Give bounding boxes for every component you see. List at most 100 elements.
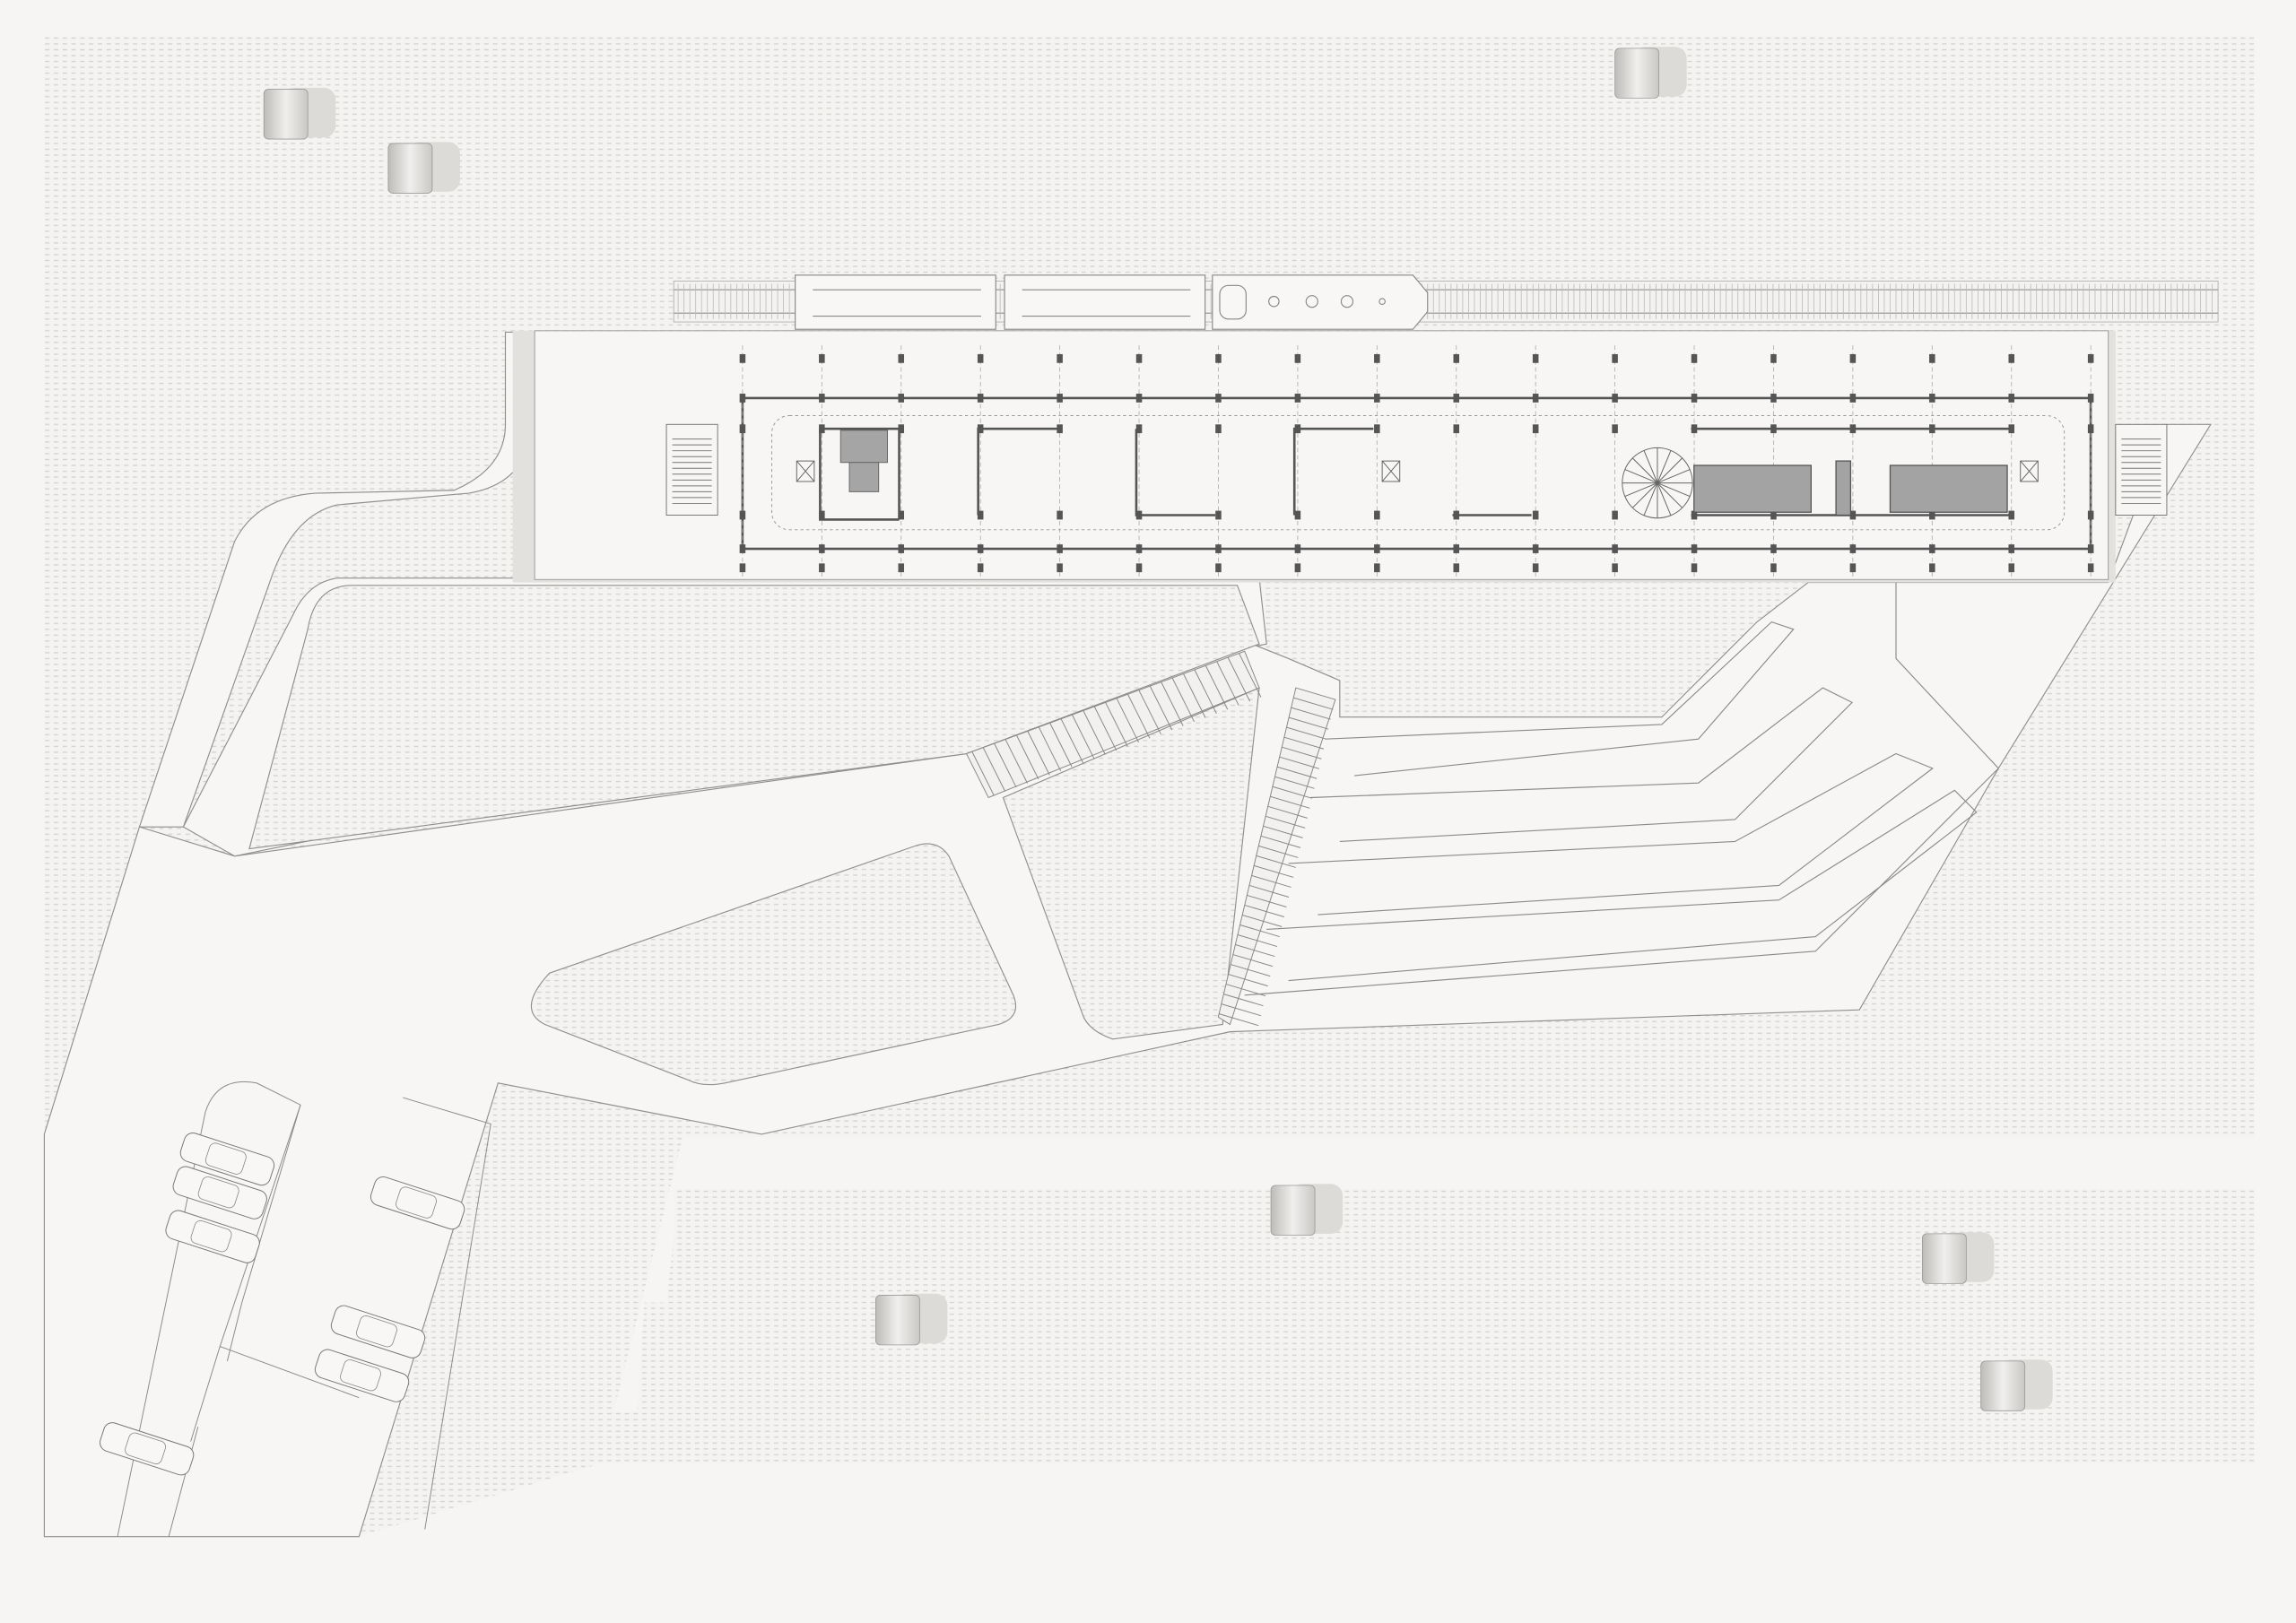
spiral-step [1657, 457, 1683, 483]
column [898, 394, 905, 403]
car-roof [396, 1186, 437, 1219]
station-building [665, 345, 2168, 578]
access-road [138, 331, 535, 828]
train-car [795, 274, 996, 330]
column [1215, 563, 1222, 573]
tree-cylinder-icon [387, 142, 460, 194]
stair-step [1276, 766, 1318, 779]
stair-step [1253, 864, 1294, 878]
column [1929, 544, 1935, 553]
column [1374, 544, 1380, 553]
ground-hatch-south [600, 1188, 2255, 1464]
tree-cylinder-icon [1614, 47, 1687, 99]
spiral-step [1657, 482, 1691, 498]
paved-areas [43, 331, 2212, 1538]
stair-step [1291, 707, 1331, 720]
column [1057, 510, 1063, 520]
spiral-step [1631, 457, 1658, 483]
stair-step [1116, 698, 1139, 743]
stair-step [1237, 934, 1278, 948]
column [2008, 544, 2015, 553]
column [1612, 563, 1618, 573]
elevator-icon [839, 430, 888, 492]
spiral-step [1657, 450, 1672, 483]
column [2087, 394, 2094, 403]
spiral-step [1624, 482, 1658, 498]
stair-step [1265, 815, 1306, 829]
stair-step [1221, 1003, 1262, 1017]
stair-step [1235, 944, 1275, 958]
column [1929, 394, 1935, 403]
stair-step [1161, 681, 1184, 726]
column [977, 544, 984, 553]
tree-cylinder-icon [263, 87, 336, 140]
column [1057, 563, 1063, 573]
column [1057, 424, 1063, 434]
stair-step [1038, 726, 1062, 772]
column [1294, 510, 1301, 520]
column [739, 424, 746, 434]
stair-step [1194, 669, 1217, 715]
column [2087, 424, 2094, 434]
column [2008, 394, 2015, 403]
column [1770, 563, 1777, 573]
column [1057, 544, 1063, 553]
stair-step [1239, 924, 1280, 938]
tree-cylinder [875, 1295, 920, 1346]
car-icon [99, 1422, 195, 1476]
column [1770, 353, 1777, 363]
column [1849, 394, 1857, 403]
column [1215, 394, 1222, 403]
column [1929, 563, 1935, 573]
stair-step [1270, 795, 1310, 809]
column [1770, 544, 1777, 553]
column [1135, 394, 1143, 403]
column [1215, 510, 1222, 520]
train-locomotive [1212, 274, 1429, 330]
stair-step [1015, 734, 1039, 780]
column [2087, 510, 2094, 520]
stair-step [1138, 690, 1161, 734]
column [1532, 544, 1539, 553]
column [2008, 510, 2015, 520]
train-car [1004, 274, 1206, 330]
car-roof [356, 1315, 397, 1348]
interior-walls [819, 427, 2011, 521]
stair-step [1060, 718, 1083, 763]
stair-step [982, 747, 1006, 792]
tree-cylinder-icon [1921, 1232, 1995, 1284]
station-platform [534, 330, 2109, 580]
terraces [1244, 582, 1999, 996]
column [1294, 353, 1301, 363]
column [1532, 353, 1539, 363]
stair-step [1293, 697, 1334, 710]
column [1849, 544, 1857, 553]
stair-step [1231, 964, 1271, 977]
column [898, 544, 905, 553]
car-body [165, 1210, 260, 1263]
column [977, 394, 984, 403]
column [1453, 424, 1460, 434]
column [2087, 353, 2094, 363]
tree-cylinder [263, 89, 309, 140]
column [1691, 353, 1698, 363]
column [819, 544, 825, 553]
stair-step [1288, 716, 1329, 730]
column [2008, 424, 2015, 434]
spiral-step [1657, 469, 1691, 484]
column [1612, 353, 1618, 363]
column [1294, 394, 1301, 403]
stair-step [1183, 673, 1206, 718]
column [1532, 510, 1539, 520]
stair-step [1227, 656, 1251, 702]
stair-step [994, 742, 1017, 788]
spiral-stair-icon [1622, 447, 1693, 519]
stair-step [1247, 894, 1287, 907]
column [1374, 353, 1380, 363]
column [819, 394, 825, 403]
spiral-step [1643, 482, 1658, 516]
spiral-step [1624, 469, 1658, 484]
column [1849, 353, 1857, 363]
stair-step [1244, 904, 1284, 917]
